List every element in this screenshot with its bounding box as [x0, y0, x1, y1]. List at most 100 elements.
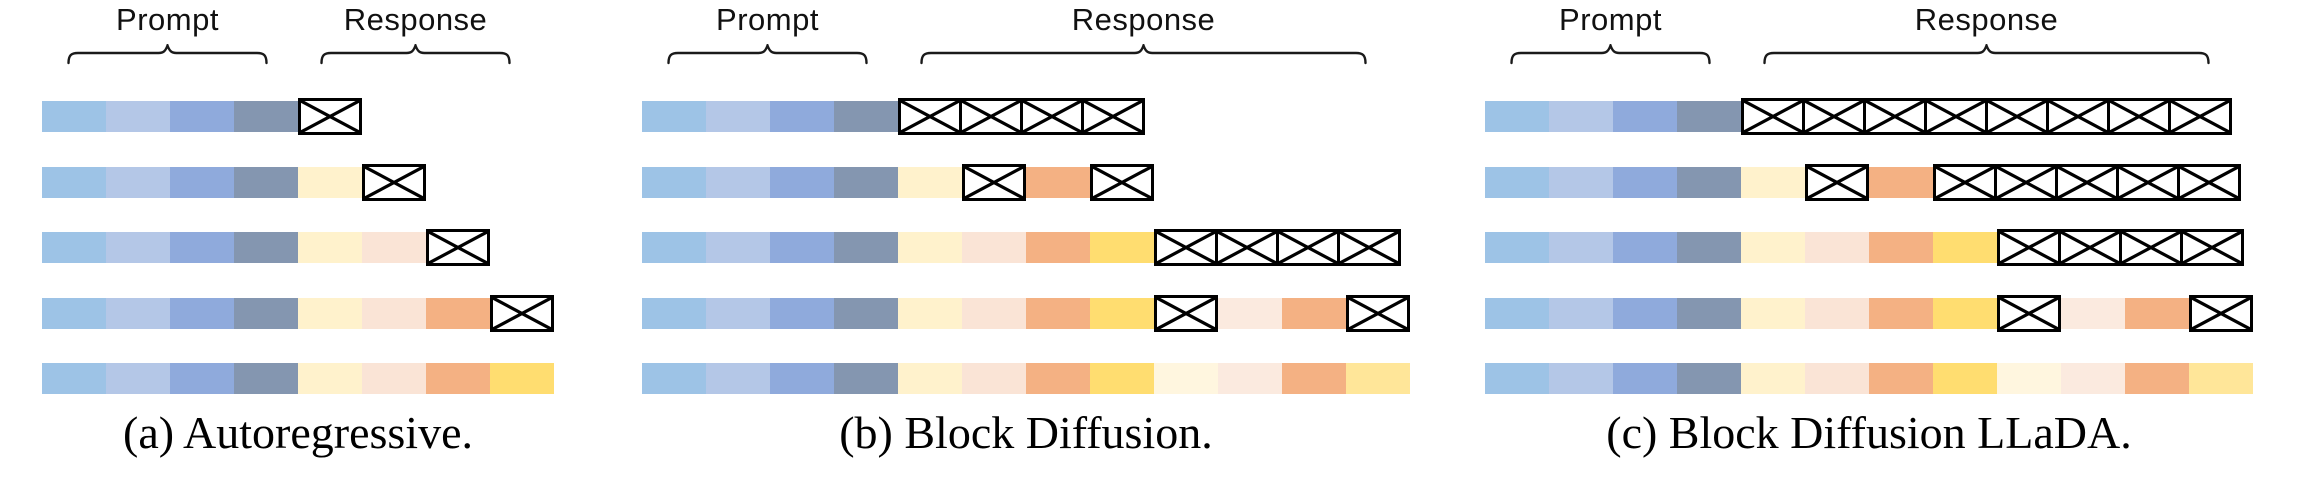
- x-mask-icon: [901, 101, 959, 132]
- token-cell-blue4: [834, 232, 898, 263]
- masked-token-cell: [1997, 229, 2061, 266]
- x-mask-icon: [1218, 232, 1276, 263]
- masked-token-cell: [2055, 163, 2119, 201]
- token-cell-cream: [898, 297, 962, 329]
- token-cell-gold: [1933, 232, 1997, 263]
- sequence-row: [42, 294, 554, 332]
- masked-token-cell: [1081, 98, 1145, 135]
- token-cell-blue3: [1613, 297, 1677, 329]
- token-cell-orange: [1869, 232, 1933, 263]
- sequence-row: [642, 360, 1410, 397]
- token-cell-blue3: [170, 232, 234, 263]
- masked-token-cell: [362, 163, 426, 201]
- x-mask-icon: [1805, 101, 1863, 132]
- x-mask-icon: [1936, 166, 1994, 198]
- token-cell-blue1: [1485, 166, 1549, 198]
- token-cell-gold: [1933, 297, 1997, 329]
- x-mask-icon: [493, 297, 551, 329]
- token-cell-pink2: [2061, 363, 2125, 394]
- token-cell-blue3: [170, 101, 234, 132]
- token-cell-cream: [1741, 166, 1805, 198]
- token-cell-orange: [426, 363, 490, 394]
- response-brace: [920, 44, 1367, 65]
- token-cell-blue3: [1613, 232, 1677, 263]
- sequence-row: [642, 163, 1154, 201]
- token-cell-pink: [1805, 232, 1869, 263]
- sequence-row: [42, 360, 554, 397]
- sequence-row: [642, 294, 1410, 332]
- x-mask-icon: [429, 232, 487, 263]
- token-cell-blue3: [1613, 166, 1677, 198]
- token-cell-cream: [298, 363, 362, 394]
- token-cell-blue1: [42, 232, 106, 263]
- token-cell-blue1: [42, 166, 106, 198]
- token-cell-cream: [898, 363, 962, 394]
- token-cell-pink: [1805, 297, 1869, 329]
- sequence-row: [1485, 163, 2241, 201]
- masked-token-cell: [2189, 294, 2253, 332]
- token-cell-gold: [1933, 363, 1997, 394]
- masked-token-cell: [1924, 98, 1988, 135]
- masked-token-cell: [962, 163, 1026, 201]
- token-cell-blue1: [642, 232, 706, 263]
- masked-token-cell: [1802, 98, 1866, 135]
- x-mask-icon: [2122, 232, 2180, 263]
- x-mask-icon: [2061, 232, 2119, 263]
- token-cell-blue3: [770, 297, 834, 329]
- masked-token-cell: [1154, 229, 1218, 266]
- token-cell-pink: [362, 297, 426, 329]
- masked-token-cell: [1997, 294, 2061, 332]
- token-cell-orange: [1026, 166, 1090, 198]
- token-cell-pink: [962, 363, 1026, 394]
- x-mask-icon: [2000, 232, 2058, 263]
- token-cell-pink2: [2061, 297, 2125, 329]
- token-cell-blue1: [1485, 363, 1549, 394]
- token-cell-blue1: [42, 297, 106, 329]
- token-cell-gold: [1090, 363, 1154, 394]
- token-cell-blue2: [706, 363, 770, 394]
- token-cell-blue2: [1549, 232, 1613, 263]
- token-cell-blue3: [770, 363, 834, 394]
- sequence-row: [1485, 229, 2244, 266]
- token-cell-gold2: [1346, 363, 1410, 394]
- token-cell-blue3: [170, 297, 234, 329]
- x-mask-icon: [1157, 232, 1215, 263]
- token-cell-blue2: [706, 101, 770, 132]
- token-cell-blue4: [234, 166, 298, 198]
- prompt-brace: [67, 44, 268, 65]
- token-cell-orange: [1869, 363, 1933, 394]
- panel-caption: (b) Block Diffusion.: [839, 407, 1213, 458]
- masked-token-cell: [1933, 163, 1997, 201]
- token-cell-blue1: [1485, 232, 1549, 263]
- masked-token-cell: [2107, 98, 2171, 135]
- token-cell-blue2: [106, 166, 170, 198]
- token-cell-blue2: [1549, 101, 1613, 132]
- token-cell-blue3: [170, 363, 234, 394]
- x-mask-icon: [1997, 166, 2055, 198]
- x-mask-icon: [2171, 101, 2229, 132]
- token-cell-blue1: [42, 101, 106, 132]
- panel-caption: (a) Autoregressive.: [123, 407, 473, 458]
- response-label: Response: [343, 2, 488, 37]
- token-cell-blue2: [106, 232, 170, 263]
- token-cell-blue1: [642, 101, 706, 132]
- x-mask-icon: [301, 101, 359, 132]
- token-cell-blue4: [234, 232, 298, 263]
- masked-token-cell: [898, 98, 962, 135]
- token-cell-blue2: [706, 232, 770, 263]
- x-mask-icon: [1349, 297, 1407, 329]
- x-mask-icon: [1866, 101, 1924, 132]
- masked-token-cell: [2046, 98, 2110, 135]
- x-mask-icon: [1988, 101, 2046, 132]
- token-cell-cream: [1741, 363, 1805, 394]
- masked-token-cell: [1215, 229, 1279, 266]
- sequence-row: [642, 229, 1401, 266]
- token-cell-blue2: [1549, 166, 1613, 198]
- token-cell-cream: [1741, 232, 1805, 263]
- x-mask-icon: [2000, 297, 2058, 329]
- response-label: Response: [1914, 2, 2059, 37]
- response-brace: [320, 44, 511, 65]
- token-cell-blue2: [706, 166, 770, 198]
